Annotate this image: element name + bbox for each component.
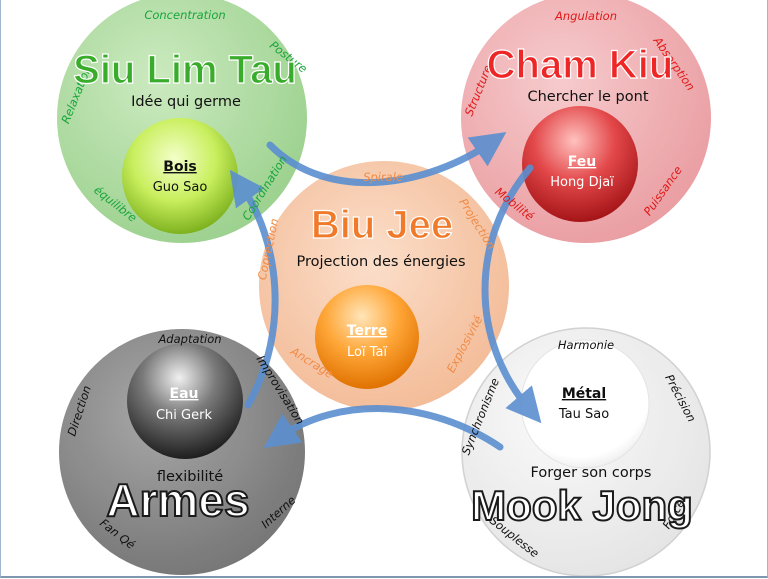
element-metal: Métal [562,386,606,402]
ball-bois [122,118,238,234]
tag: Angulation [554,9,617,23]
arrow-white-to-gray [263,405,504,451]
element-bois: Bois [163,159,196,175]
title-armes: Armes [106,474,249,526]
subtitle-mook-jong: Forger son corps [531,465,652,481]
ball-eau [127,343,243,459]
tag: Harmonie [558,338,614,352]
subtitle-biu-jee: Projection des énergies [296,254,465,270]
ball-terre [315,285,419,389]
ball-feu [522,106,638,222]
element-eau: Eau [170,386,199,402]
element-bois-sub: Guo Sao [153,180,208,195]
tag: Concentration [144,8,225,22]
tag: Adaptation [157,332,221,346]
subtitle-siu-lim-tau: Idée qui germe [131,94,241,110]
element-feu: Feu [568,154,596,170]
title-mook-jong: Mook Jong [471,482,693,529]
tag: Spirale [363,170,403,184]
arrow-green-to-red [266,132,507,186]
arrow-gray-to-green [229,169,279,409]
element-terre: Terre [347,323,388,339]
element-eau-sub: Chi Gerk [156,408,212,423]
element-feu-sub: Hong Djaï [550,175,614,190]
cycle-arrows [229,132,542,451]
subtitle-armes: flexibilité [157,469,223,485]
title-siu-lim-tau: Siu Lim Tau [73,48,297,92]
element-terre-sub: Loï Taï [347,345,387,360]
title-biu-jee: Biu Jee [311,203,453,247]
subtitle-cham-kiu: Chercher le pont [527,89,648,105]
title-cham-kiu: Cham Kiu [487,43,674,87]
arrow-red-to-white [481,164,542,424]
ball-metal [520,339,650,469]
element-metal-sub: Tau Sao [558,407,609,422]
